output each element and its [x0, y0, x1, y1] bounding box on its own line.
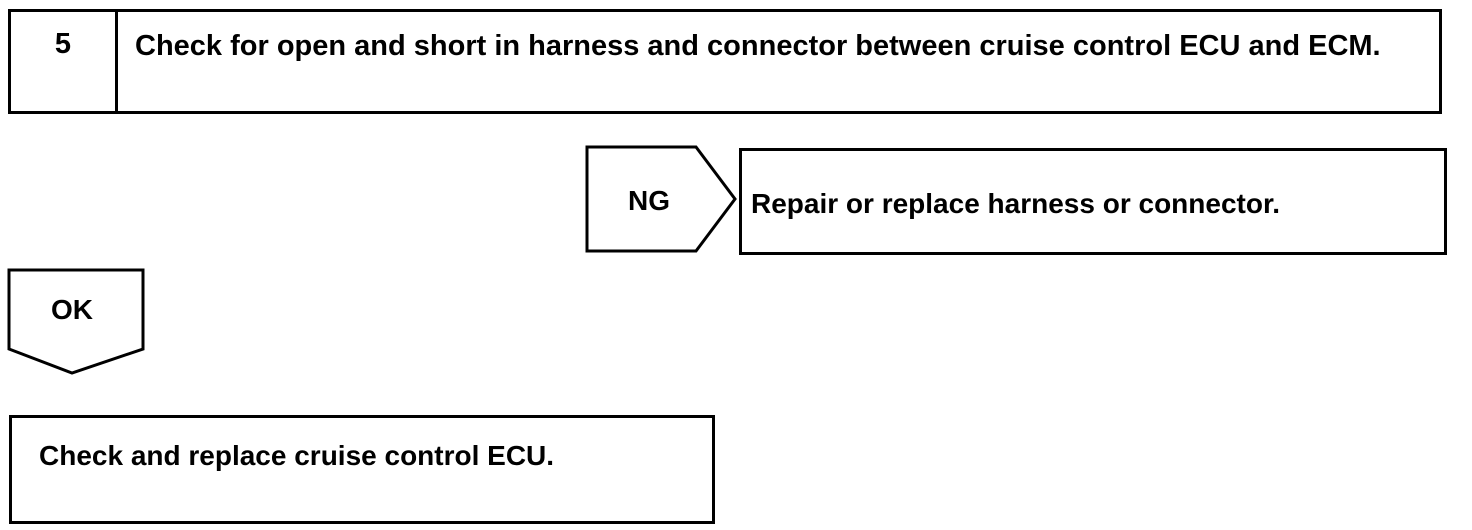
final-action-text: Check and replace cruise control ECU. — [39, 440, 555, 471]
ok-label: OK — [51, 294, 93, 325]
ng-result-text: Repair or replace harness or connector. — [751, 188, 1281, 219]
step-number: 5 — [54, 28, 72, 60]
ok-arrow-outline — [7, 268, 145, 375]
step-box: 5 Check for open and short in harness an… — [8, 9, 1442, 114]
ng-arrow-outline — [585, 145, 737, 253]
step-number-cell: 5 — [11, 12, 118, 111]
ng-result-box: Repair or replace harness or connector. — [739, 148, 1447, 255]
final-action-box: Check and replace cruise control ECU. — [9, 415, 715, 524]
ng-label: NG — [628, 185, 670, 216]
step-title: Check for open and short in harness and … — [135, 30, 1381, 62]
